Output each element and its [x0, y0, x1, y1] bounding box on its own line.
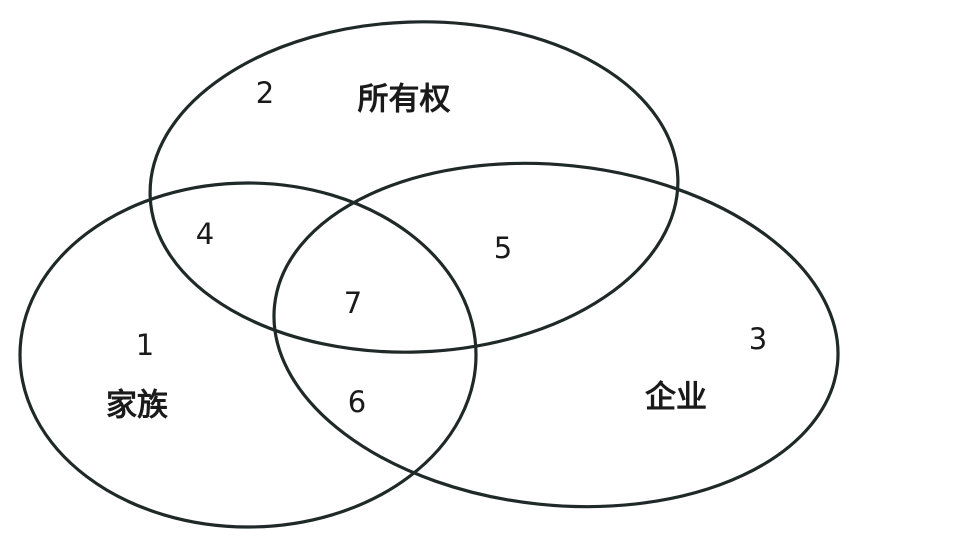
family-label: 家族: [106, 388, 168, 424]
region-7-label: 7: [344, 286, 362, 320]
region-1-label: 1: [136, 328, 154, 362]
business-label: 企业: [645, 380, 707, 416]
region-6-label: 6: [348, 385, 366, 419]
business-circle: [272, 161, 840, 509]
family-circle: [18, 181, 478, 529]
region-2-label: 2: [256, 76, 274, 110]
region-4-label: 4: [196, 217, 214, 251]
region-3-label: 3: [749, 322, 767, 356]
ownership-circle: [148, 20, 680, 354]
region-5-label: 5: [494, 231, 512, 265]
ownership-label: 所有权: [358, 82, 451, 118]
